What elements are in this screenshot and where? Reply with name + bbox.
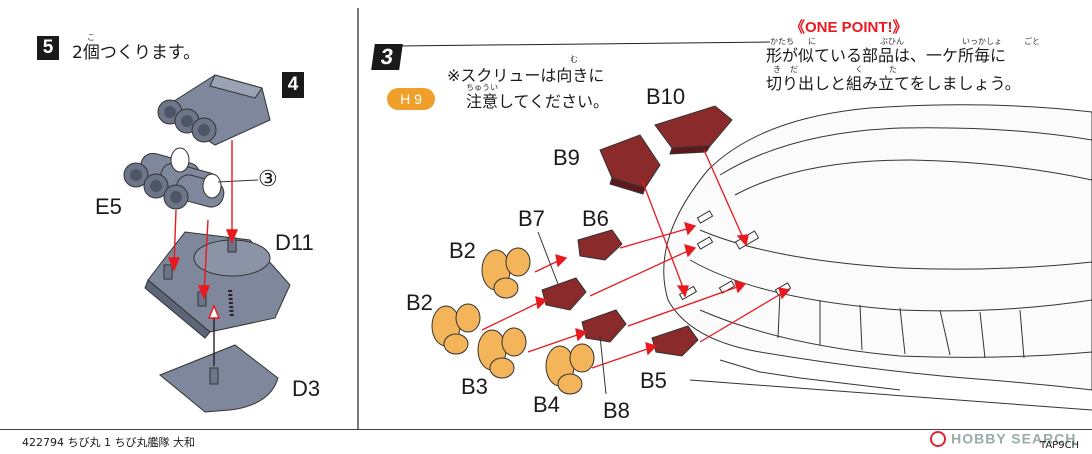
ruby-ki: き <box>773 65 781 74</box>
part-label-b2-bottom: B2 <box>406 290 433 315</box>
part-label-b6: B6 <box>582 206 609 231</box>
b9-part-drawing <box>599 134 661 195</box>
step5-instruction: 2個つくります。 <box>72 43 201 63</box>
callout-number-3: ③ <box>258 166 278 191</box>
ruby-da: だ <box>790 65 798 74</box>
part-label-d3: D3 <box>292 376 321 401</box>
footer-print-code: TAP9CH <box>1040 440 1080 451</box>
one-point-title: 《ONE POINT!》 <box>790 19 908 36</box>
b7-part-drawing <box>541 277 587 311</box>
step3-arrows <box>481 149 791 369</box>
part-label-b8: B8 <box>603 398 630 423</box>
hull-drawing <box>663 104 1092 411</box>
hobby-search-mark-icon <box>930 430 946 447</box>
b2-top-propeller-drawing <box>481 247 531 299</box>
part-label-b9: B9 <box>553 145 580 170</box>
ruby-muki: む <box>570 55 578 64</box>
part-label-b5: B5 <box>640 368 667 393</box>
part-label-b7: B7 <box>518 206 545 231</box>
part-label-b2-top: B2 <box>449 238 476 263</box>
ruby-katachi: かたち <box>770 37 794 46</box>
ruby-goto: ごと <box>1024 37 1040 46</box>
gun-subassembly-drawing <box>157 74 271 146</box>
b10-part-drawing <box>654 105 733 155</box>
d3-base-drawing <box>159 344 279 413</box>
ruby-buhin: ぶひん <box>880 37 904 46</box>
ruby-ta: た <box>889 65 897 74</box>
step3-note-line2: 注意してください。 <box>466 92 610 111</box>
b6-part-drawing <box>577 229 623 261</box>
d11-turret-drawing <box>144 231 291 339</box>
runner-tag-h9: H 9 <box>387 88 435 110</box>
subassembly-ref-4: 4 <box>282 72 304 98</box>
ruby-ni: に <box>808 37 816 46</box>
part-label-b3: B3 <box>461 374 488 399</box>
step5-arrows <box>167 140 239 366</box>
ruby-ko: こ <box>87 33 95 42</box>
step-3-number: 3 <box>371 44 403 70</box>
ruby-chuui: ちゅうい <box>466 83 498 92</box>
part-label-b10: B10 <box>646 84 686 109</box>
hobby-search-logo: HOBBY SEARCH <box>930 428 1077 447</box>
footer-product-code: 422794 ちび丸 1 ちび丸艦隊 大和 <box>22 436 195 449</box>
e5-barrels-drawing <box>123 147 259 210</box>
step-5-number: 5 <box>37 36 59 60</box>
one-point-line1: 形が似ている部品は、一ケ所毎に <box>766 46 1007 65</box>
part-label-d11: D11 <box>275 230 314 255</box>
b8-part-drawing <box>581 309 627 343</box>
part-label-e5: E5 <box>95 194 122 219</box>
b5-part-drawing <box>651 325 699 357</box>
ruby-ku: く <box>855 65 863 74</box>
watermark-text: HOBBY SEARCH <box>951 430 1077 447</box>
part-label-b4: B4 <box>533 392 560 417</box>
ruby-ikkasho: いっかしょ <box>962 37 1002 46</box>
b3-propeller-drawing <box>477 327 527 379</box>
b4-propeller-drawing <box>545 343 595 395</box>
b2-bottom-propeller-drawing <box>431 303 481 355</box>
footer-rule <box>0 429 1092 430</box>
step3-note-line1: ※スクリューは向きに <box>447 66 605 85</box>
one-point-line2: 切り出しと組み立てをしましょう。 <box>766 74 1021 93</box>
